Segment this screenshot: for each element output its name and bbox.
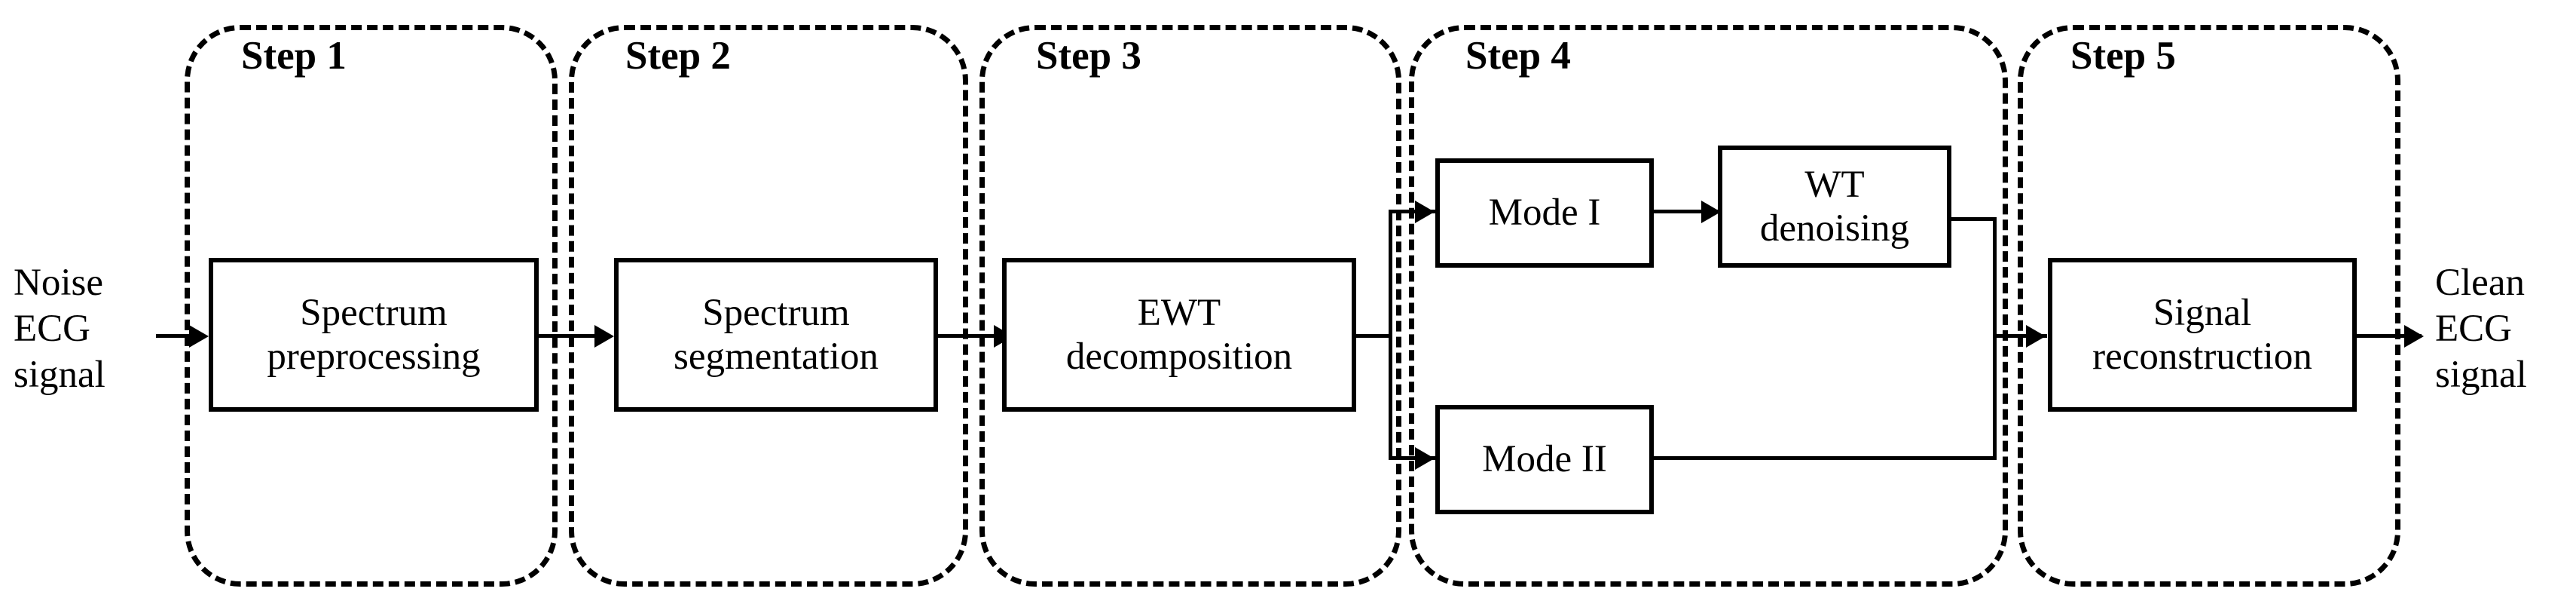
block-signal-reconstruction-line2: reconstruction (2092, 336, 2312, 378)
block-wt-denoising[interactable]: WT denoising (1718, 146, 1951, 268)
connector-mode2-to-merge (1652, 456, 1997, 460)
block-mode-1-line1: Mode I (1488, 192, 1601, 235)
arrowhead-input-to-step1 (189, 325, 209, 348)
input-label-line3: signal (14, 354, 105, 397)
block-spectrum-segmentation[interactable]: Spectrum segmentation (614, 258, 938, 412)
step-label-1: Step 1 (241, 34, 347, 78)
input-label: Noise ECG signal (14, 260, 105, 399)
connector-step2-to-step3 (937, 334, 1009, 338)
output-label-line2: ECG (2435, 308, 2512, 351)
input-label-line2: ECG (14, 308, 90, 351)
output-label: Clean ECG signal (2435, 260, 2527, 399)
arrowhead-split-to-mode2 (1415, 447, 1435, 470)
step-container-4 (1409, 25, 2008, 587)
connector-input-to-step1 (156, 334, 203, 338)
step-container-3 (979, 25, 1401, 587)
block-ewt-decomposition-line1: EWT (1137, 291, 1221, 334)
arrowhead-split-to-mode1 (1415, 201, 1435, 223)
split-bus-vertical (1389, 210, 1392, 460)
block-spectrum-segmentation-line1: Spectrum (702, 291, 850, 334)
block-mode-2-line1: Mode II (1482, 438, 1607, 481)
output-label-line1: Clean (2435, 262, 2525, 304)
block-signal-reconstruction-line1: Signal (2153, 291, 2252, 334)
block-spectrum-preprocessing[interactable]: Spectrum preprocessing (209, 258, 539, 412)
connector-wt-to-merge (1950, 217, 1997, 221)
block-spectrum-segmentation-line2: segmentation (674, 336, 879, 378)
input-label-line1: Noise (14, 262, 103, 304)
arrowhead-merge-to-step5 (2026, 325, 2046, 348)
block-mode-2[interactable]: Mode II (1435, 405, 1654, 514)
arrowhead-step1-to-step2 (594, 325, 614, 348)
step-label-3: Step 3 (1036, 34, 1141, 78)
block-ewt-decomposition-line2: decomposition (1065, 336, 1293, 378)
connector-step5-to-output (2355, 334, 2422, 338)
step-container-2 (569, 25, 968, 587)
step-label-4: Step 4 (1465, 34, 1571, 78)
output-label-line3: signal (2435, 354, 2527, 397)
step-label-5: Step 5 (2070, 34, 2176, 78)
block-spectrum-preprocessing-line1: Spectrum (300, 291, 448, 334)
step-container-5 (2018, 25, 2400, 587)
arrowhead-step5-to-output (2404, 325, 2424, 348)
step-label-2: Step 2 (625, 34, 731, 78)
block-mode-1[interactable]: Mode I (1435, 158, 1654, 268)
merge-bus-vertical (1993, 217, 1997, 460)
block-spectrum-preprocessing-line2: preprocessing (267, 336, 481, 378)
connector-ewt-to-split (1355, 334, 1392, 338)
block-ewt-decomposition[interactable]: EWT decomposition (1002, 258, 1356, 412)
connector-mode1-to-wt (1652, 210, 1719, 213)
step-container-1 (185, 25, 558, 587)
block-wt-denoising-line2: denoising (1759, 207, 1910, 250)
block-signal-reconstruction[interactable]: Signal reconstruction (2048, 258, 2357, 412)
block-wt-denoising-line1: WT (1804, 163, 1865, 206)
arrowhead-mode1-to-wt (1701, 201, 1721, 223)
